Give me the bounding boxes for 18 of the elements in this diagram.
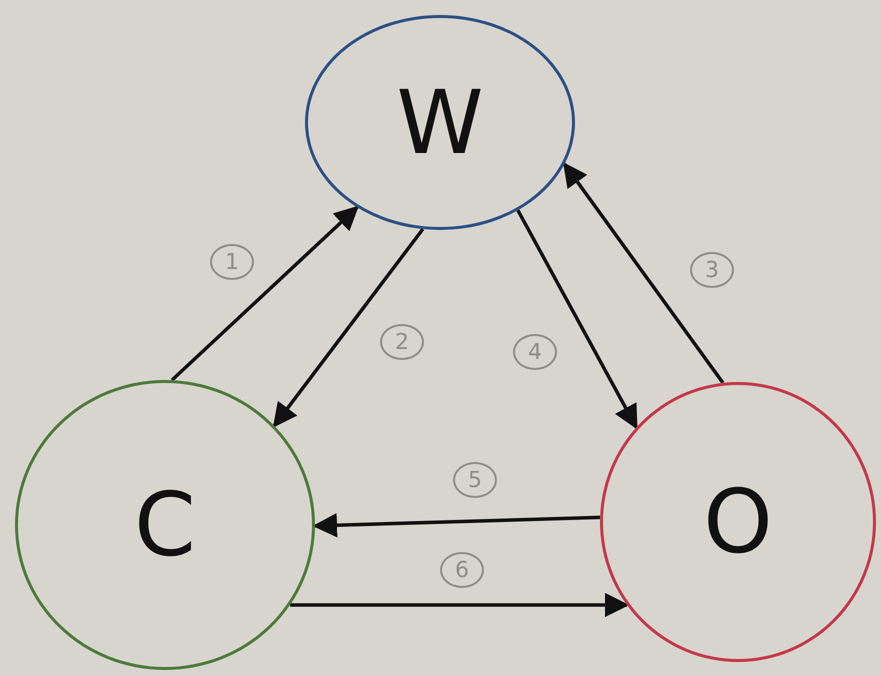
- edge-label: 3: [690, 252, 734, 288]
- arrow: [312, 513, 600, 538]
- node-letter: W: [396, 78, 484, 166]
- node-letter: C: [134, 481, 196, 569]
- arrow: [272, 228, 424, 428]
- circle-node: [600, 382, 876, 662]
- circle-node: [15, 380, 315, 670]
- edge-label: 6: [440, 552, 484, 588]
- edge-label: 1: [210, 244, 254, 280]
- node-letter: O: [703, 478, 773, 566]
- arrow: [170, 206, 359, 382]
- arrow: [516, 209, 638, 430]
- arrow: [563, 162, 724, 384]
- circle-node: [305, 15, 575, 230]
- arrow: [290, 592, 630, 618]
- edge-label: 2: [380, 324, 424, 360]
- edge-label: 4: [513, 334, 557, 370]
- edge-label: 5: [453, 462, 497, 498]
